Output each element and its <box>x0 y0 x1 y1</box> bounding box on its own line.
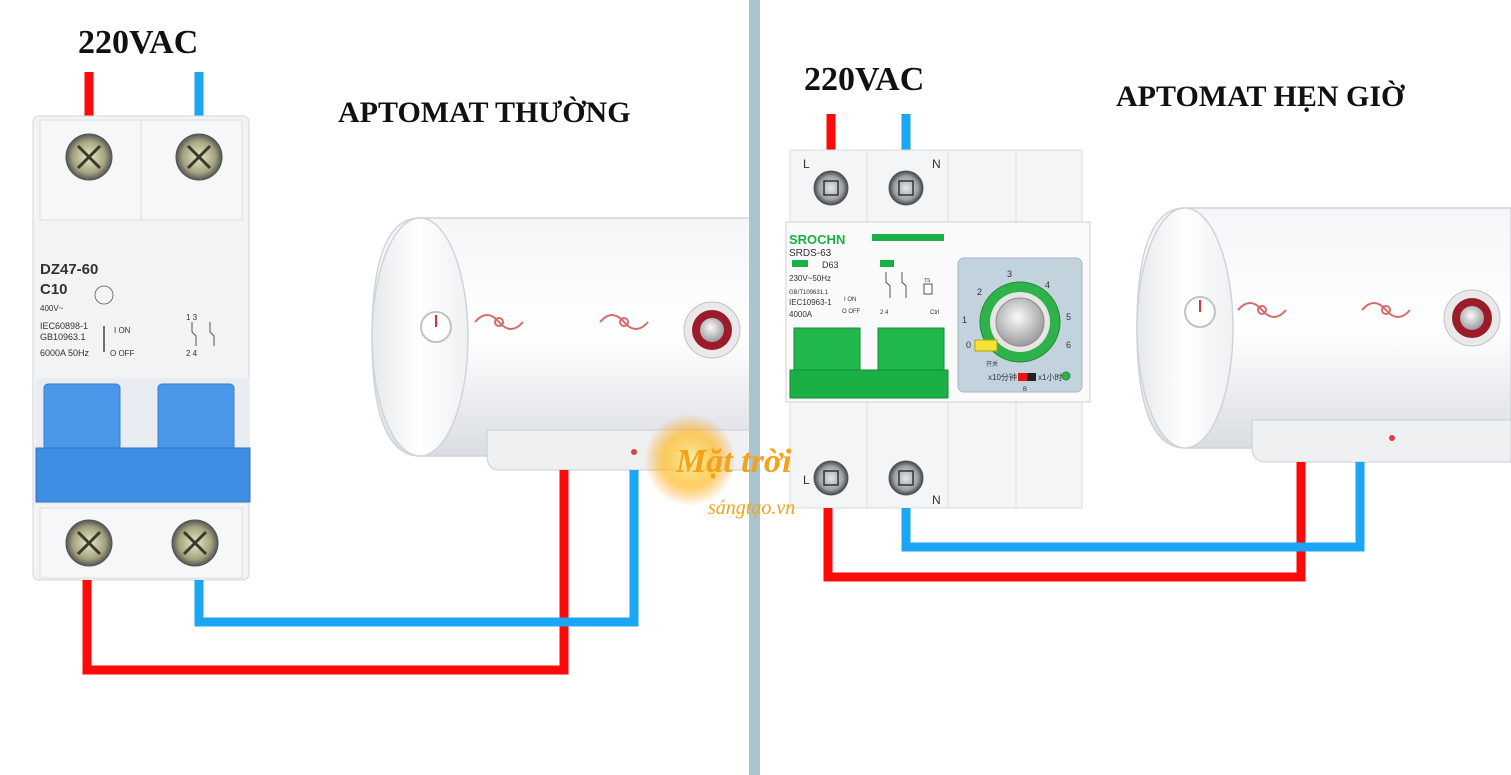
left-neutral-out-wire <box>194 470 639 627</box>
temperature-knob <box>1443 289 1501 347</box>
terminal-N-bottom-label: N <box>932 493 941 507</box>
breaker-voltage: 400V~ <box>40 304 64 313</box>
breaker-toggle-left <box>43 383 121 451</box>
watermark-line2: sángtạo.vn <box>708 497 795 519</box>
dial-number-5: 5 <box>1066 312 1071 322</box>
breaker-model: DZ47-60 <box>40 261 98 278</box>
breaker-bottom-terminals: 2 4 <box>186 349 198 358</box>
watermark-logo: Mặt trời sángtạo.vn <box>644 414 795 519</box>
terminal-L-bottom-label: L <box>803 473 810 487</box>
dial-pointer-icon <box>974 339 998 352</box>
dial-number-3: 3 <box>1007 269 1012 279</box>
terminal-screw-icon <box>888 460 924 496</box>
dial-switch-label: 开关 <box>986 360 998 368</box>
indicator-led-icon <box>1061 371 1071 381</box>
terminal-screw-icon <box>813 170 849 206</box>
breaker-toggle-right <box>877 327 945 375</box>
sun-logo-icon <box>644 414 736 506</box>
breaker-voltage: 230V~50Hz <box>789 274 831 283</box>
left-panel: 220VAC APTOMAT THƯỜNG <box>32 24 753 675</box>
right-panel-title: APTOMAT HẸN GIỜ <box>1116 80 1405 113</box>
ccc-mark-icon <box>94 285 114 305</box>
dial-right-scale: x1小时 <box>1038 372 1062 382</box>
dial-number-2: 2 <box>977 287 982 297</box>
breaker-tie-bar <box>789 369 949 399</box>
dial-number-1: 1 <box>962 315 967 325</box>
breaker-standard1: IEC60898-1 <box>40 321 88 331</box>
heater-terminal-box <box>1251 419 1511 463</box>
breaker-on-label: I ON <box>114 326 131 335</box>
timer-breaker: L N SROCHN SRDS-63 D63 230V~50Hz GB/T109… <box>785 149 1091 509</box>
dial-selector-black <box>1027 373 1036 381</box>
left-standard-breaker: DZ47-60 C10 400V~ IEC60898-1 GB10963.1 6… <box>32 115 251 581</box>
breaker-standard2: GB10963.1 <box>40 332 86 342</box>
breaker-ctrl-label: Ctrl <box>930 310 939 316</box>
temperature-knob <box>683 301 741 359</box>
dial-terminal-b: B <box>1023 387 1027 393</box>
breaker-standard2: IEC10963-1 <box>789 298 832 307</box>
left-water-heater <box>371 217 753 471</box>
breaker-rating: C10 <box>40 281 68 298</box>
breaker-standard1: GB/T109631.1 <box>789 290 829 296</box>
breaker-top-terminals: 1 3 <box>186 313 198 322</box>
breaker-capacity: 4000A <box>789 310 813 319</box>
terminal-screw-icon <box>813 460 849 496</box>
terminal-L-top-label: L <box>803 157 810 171</box>
floral-decoration-icon <box>474 314 649 330</box>
right-water-heater <box>1136 207 1511 463</box>
breaker-off-label: O OFF <box>842 309 861 315</box>
right-live-out-wire <box>823 462 1306 582</box>
timer-dial: 0 1 2 3 4 5 6 开关 x10分钟 x1小时 B <box>957 257 1083 393</box>
dial-left-scale: x10分钟 <box>988 372 1017 382</box>
watermark-line1: Mặt trời <box>675 443 792 480</box>
breaker-tie-bar <box>35 447 251 503</box>
dial-selector-red <box>1018 373 1027 381</box>
breaker-off-label: O OFF <box>110 349 135 358</box>
right-neutral-out-wire <box>901 462 1365 552</box>
dial-number-4: 4 <box>1045 280 1050 290</box>
breaker-brand: SROCHN <box>789 232 845 247</box>
left-live-out-wire <box>82 470 569 675</box>
terminal-N-top-label: N <box>932 157 941 171</box>
breaker-bottom-pins: 2 4 <box>880 310 889 316</box>
dial-number-0: 0 <box>966 340 971 350</box>
right-panel: 220VAC APTOMAT HẸN GIỜ <box>785 61 1511 582</box>
breaker-toggle-left <box>793 327 861 375</box>
breaker-rating: D63 <box>822 260 839 270</box>
dial-number-6: 6 <box>1066 340 1071 350</box>
breaker-on-label: I ON <box>844 297 856 303</box>
breaker-ts-label: TS <box>924 278 931 284</box>
panel-divider <box>749 0 760 775</box>
terminal-screw-icon <box>888 170 924 206</box>
breaker-toggle-right <box>157 383 235 451</box>
left-panel-title: APTOMAT THƯỜNG <box>338 96 631 129</box>
dial-knob-icon <box>995 297 1045 347</box>
floral-decoration-icon <box>1237 302 1411 318</box>
breaker-model: SRDS-63 <box>789 248 832 259</box>
left-supply-label: 220VAC <box>78 24 198 61</box>
right-supply-label: 220VAC <box>804 61 924 98</box>
breaker-specs: 6000A 50Hz <box>40 348 90 358</box>
